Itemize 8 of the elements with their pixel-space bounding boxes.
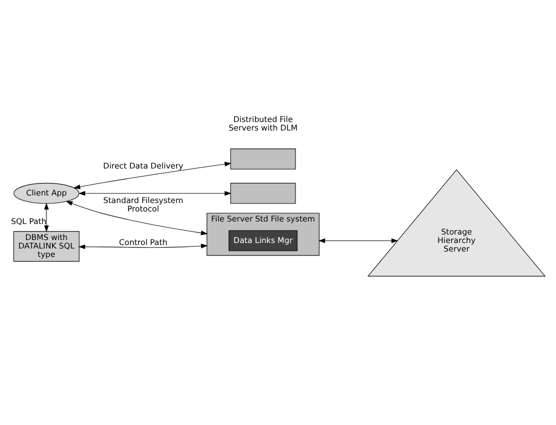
arrow: [78, 244, 208, 250]
node-box: [230, 182, 296, 204]
arrow: [318, 238, 398, 244]
node-box: [230, 148, 296, 170]
arrow: [78, 190, 232, 196]
arrow: [44, 202, 49, 232]
arrow: [66, 201, 208, 236]
arrow: [73, 162, 232, 190]
